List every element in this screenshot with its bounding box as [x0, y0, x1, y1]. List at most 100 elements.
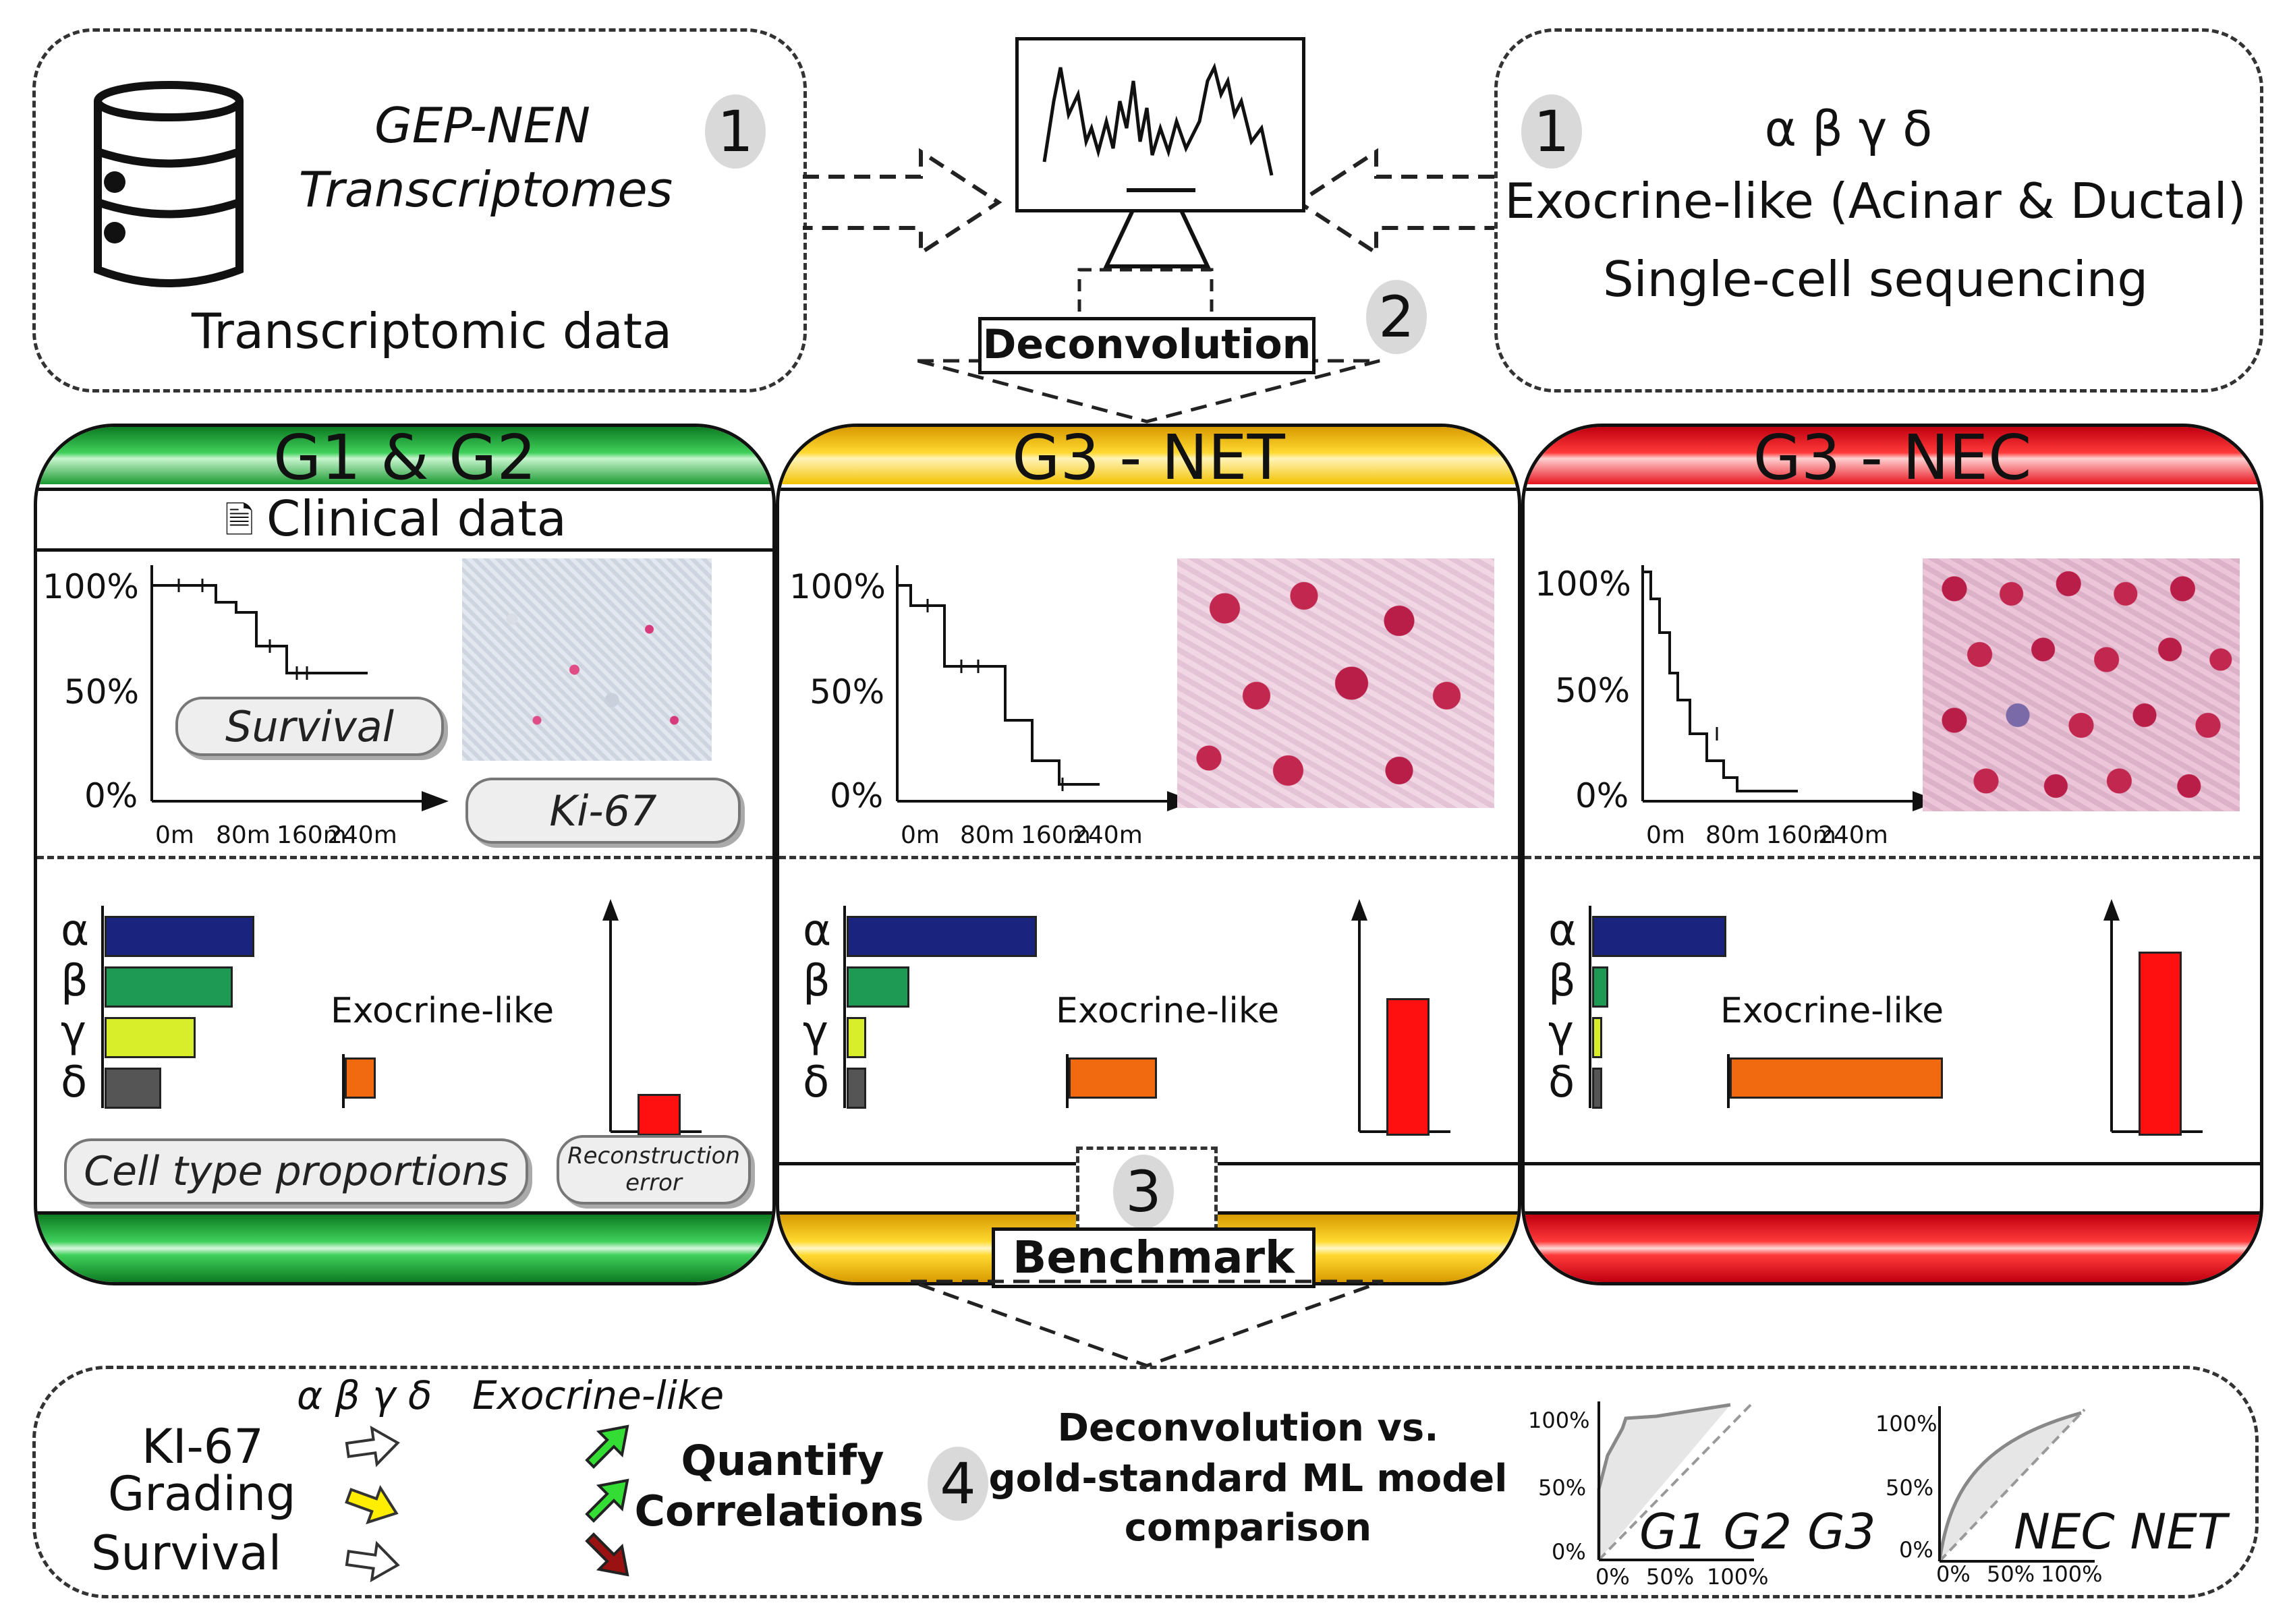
exocrine-like-label: Exocrine-like — [331, 991, 555, 1031]
y-tick-50: 50% — [1555, 671, 1631, 710]
gamma-label: γ — [803, 1007, 828, 1057]
panel-g3-net-title: G3 - NET — [1012, 424, 1285, 494]
single-cell-box — [1494, 28, 2263, 393]
x-tick-160m: 160m — [1021, 821, 1091, 849]
panel-g3-nec-footer-bar — [1525, 1215, 2260, 1282]
bottom-exocrine-label: Exocrine-like — [472, 1372, 725, 1418]
clinical-data-icon: 🗎 — [225, 499, 254, 542]
panel-g1-g2-header-bar — [37, 427, 772, 484]
beta-label: β — [61, 956, 88, 1006]
panel-g1-g2: G1 & G2 🗎 Clinical data 100% 50% 0% 0m 8… — [34, 424, 776, 1285]
comparison-line3: comparison — [1124, 1506, 1372, 1550]
clinical-data-label: Clinical data — [266, 490, 567, 547]
correlations-label: Correlations — [634, 1486, 924, 1536]
divider — [1525, 1162, 2260, 1165]
right-arrows — [585, 1424, 629, 1577]
roc2-x-tick-100: 100% — [2041, 1561, 2103, 1587]
ki67-tissue-image-low — [462, 558, 712, 761]
step-2: 2 — [1366, 280, 1427, 354]
x-tick-240m: 240m — [1818, 821, 1888, 849]
exocrine-bar — [1730, 1057, 1943, 1099]
recon-label-line2: error — [625, 1169, 682, 1196]
panel-g1-g2-title: G1 & G2 — [273, 424, 536, 494]
reconstruction-error-bar — [1386, 998, 1430, 1136]
gamma-label: γ — [1548, 1007, 1574, 1057]
gep-nen-title: GEP-NEN — [374, 97, 590, 154]
delta-bar — [1592, 1068, 1602, 1109]
ki67-row-label: KI-67 — [142, 1419, 264, 1474]
arrow-up-right-icon — [585, 1424, 629, 1469]
x-tick-80m: 80m — [960, 821, 1015, 849]
delta-bar — [105, 1068, 161, 1109]
divider — [779, 488, 1518, 491]
divider — [1525, 1211, 2260, 1215]
x-tick-0m: 0m — [1646, 821, 1685, 849]
arrow-up-right-icon — [585, 1478, 629, 1523]
roc2-x-tick-0: 0% — [1936, 1561, 1971, 1587]
survival-curve-g3-nec — [1641, 565, 1940, 811]
roc2-label: NEC NET — [2014, 1503, 2227, 1560]
alpha-bar — [1592, 916, 1726, 957]
exocrine-axis — [1066, 1054, 1069, 1108]
grading-row-label: Grading — [108, 1466, 296, 1521]
transcriptomes-title: Transcriptomes — [298, 161, 673, 218]
cell-type-proportions-pill: Cell type proportions — [64, 1138, 528, 1205]
divider — [37, 488, 772, 491]
step-1-left: 1 — [705, 94, 766, 169]
gamma-label: γ — [61, 1007, 86, 1057]
survival-curve-g1-g2 — [150, 565, 449, 811]
roc1-x-tick-50: 50% — [1646, 1564, 1695, 1590]
monitor-screen — [1015, 37, 1305, 212]
delta-label: δ — [1548, 1057, 1575, 1107]
ki67-pill: Ki-67 — [465, 778, 741, 844]
comparison-line2: gold-standard ML model — [988, 1457, 1508, 1501]
beta-bar — [847, 966, 909, 1008]
gamma-bar — [1592, 1017, 1602, 1058]
exocrine-axis — [342, 1054, 345, 1108]
x-tick-0m: 0m — [901, 821, 940, 849]
signal-trace-icon — [1042, 62, 1274, 192]
panel-g3-nec-header-bar — [1525, 427, 2260, 484]
reconstruction-error-bar — [638, 1094, 681, 1136]
step-4: 4 — [928, 1447, 988, 1521]
single-cell-sequencing-label: Single-cell sequencing — [1602, 251, 2149, 308]
roc1-x-tick-0: 0% — [1595, 1564, 1630, 1590]
transcriptomic-data-box — [32, 28, 807, 393]
y-tick-100: 100% — [43, 567, 139, 606]
survival-pill: Survival — [175, 697, 444, 756]
alpha-label: α — [1548, 906, 1577, 956]
x-tick-160m: 160m — [1766, 821, 1836, 849]
x-tick-240m: 240m — [1073, 821, 1143, 849]
beta-bar — [105, 966, 233, 1008]
roc1-x-tick-100: 100% — [1707, 1564, 1769, 1590]
exocrine-like-label: Exocrine-like (Acinar & Ductal) — [1504, 173, 2246, 229]
roc2-x-tick-50: 50% — [1987, 1561, 2035, 1587]
step-1-right: 1 — [1521, 94, 1582, 169]
panel-g3-net: G3 - NET 100% 50% 0% 0m 80m 160m 240m α … — [776, 424, 1521, 1285]
reconstruction-error-pill: Reconstruction error — [557, 1135, 751, 1205]
roc-curve-grading — [1597, 1401, 1754, 1561]
y-tick-50: 50% — [810, 672, 885, 712]
roc1-y-tick-100: 100% — [1528, 1408, 1590, 1433]
cell-types-greek: α β γ δ — [1764, 100, 1933, 157]
panel-g3-nec-title: G3 - NEC — [1753, 424, 2032, 494]
dashed-divider — [37, 856, 772, 859]
step-3: 3 — [1113, 1155, 1174, 1229]
y-tick-0: 0% — [830, 776, 884, 815]
exocrine-axis — [1727, 1054, 1730, 1108]
roc2-y-tick-50: 50% — [1886, 1475, 1934, 1501]
panel-g1-g2-footer-bar — [37, 1215, 772, 1282]
quantify-label: Quantify — [681, 1436, 884, 1485]
y-tick-0: 0% — [1575, 776, 1629, 815]
x-tick-80m: 80m — [216, 821, 271, 849]
roc-curve-nec-net — [1938, 1406, 2095, 1563]
roc1-label: G1 G2 G3 — [1639, 1503, 1876, 1560]
roc1-y-tick-0: 0% — [1552, 1539, 1586, 1565]
divider — [37, 1211, 772, 1215]
alpha-bar — [847, 916, 1037, 957]
beta-label: β — [1548, 956, 1576, 1006]
x-tick-240m: 240m — [327, 821, 397, 849]
alpha-label: α — [61, 906, 90, 956]
transcriptomic-data-label: Transcriptomic data — [191, 303, 673, 359]
delta-bar — [847, 1068, 866, 1109]
